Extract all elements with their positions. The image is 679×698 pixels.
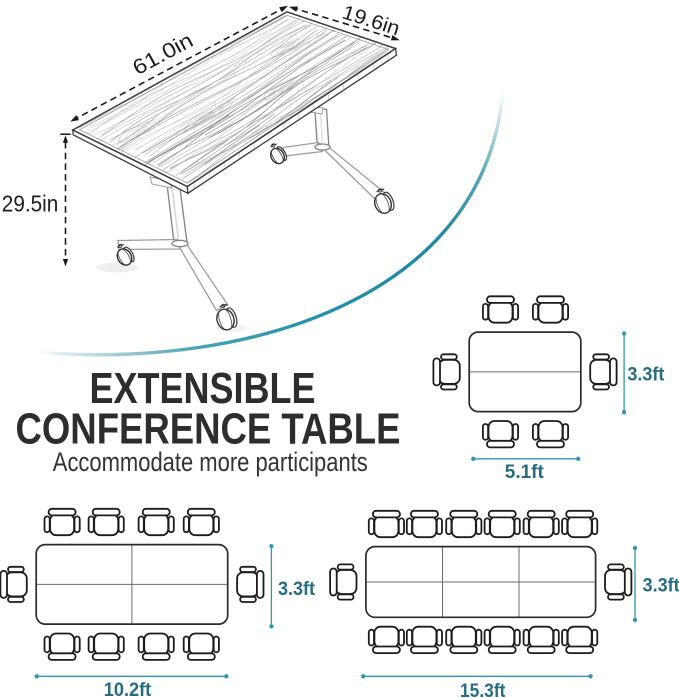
- svg-text:CONFERENCE TABLE: CONFERENCE TABLE: [16, 405, 401, 454]
- svg-text:5.1ft: 5.1ft: [505, 462, 545, 483]
- svg-text:3.3ft: 3.3ft: [643, 576, 679, 597]
- svg-text:Accommodate more participants: Accommodate more participants: [53, 447, 368, 477]
- svg-text:EXTENSIBLE: EXTENSIBLE: [90, 364, 316, 413]
- svg-text:15.3ft: 15.3ft: [460, 681, 506, 698]
- svg-text:29.5in: 29.5in: [2, 191, 59, 217]
- svg-text:3.3ft: 3.3ft: [627, 365, 665, 386]
- svg-text:10.2ft: 10.2ft: [104, 680, 152, 698]
- svg-text:3.3ft: 3.3ft: [278, 579, 316, 600]
